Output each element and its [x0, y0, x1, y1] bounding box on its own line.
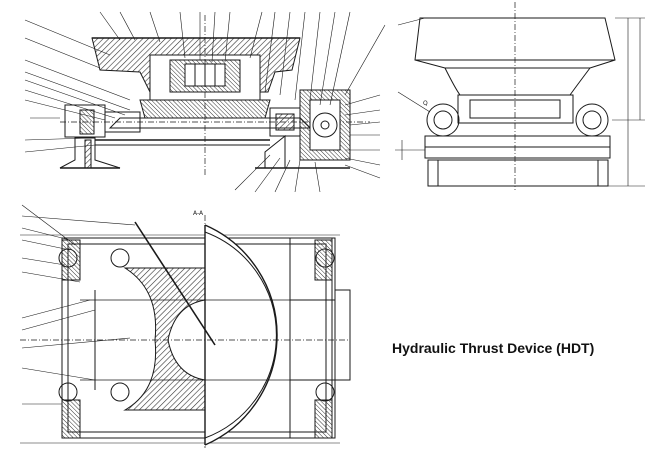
side-view-label: Q	[423, 100, 428, 107]
yoke-section	[123, 267, 206, 411]
leader-lines-top	[24, 11, 386, 193]
outer-frame	[61, 237, 333, 439]
side-elevation-view: Q	[395, 2, 645, 190]
section-label: A-A	[193, 210, 204, 217]
diagram-caption: Hydraulic Thrust Device (HDT)	[392, 340, 595, 356]
middle-block	[457, 94, 574, 124]
bearing-half-disc	[204, 224, 278, 446]
front-section-view	[24, 11, 386, 193]
right-roller	[575, 103, 609, 137]
left-roller	[426, 103, 460, 137]
base-plinth	[427, 159, 609, 187]
plan-section-view: A-A	[20, 204, 351, 448]
